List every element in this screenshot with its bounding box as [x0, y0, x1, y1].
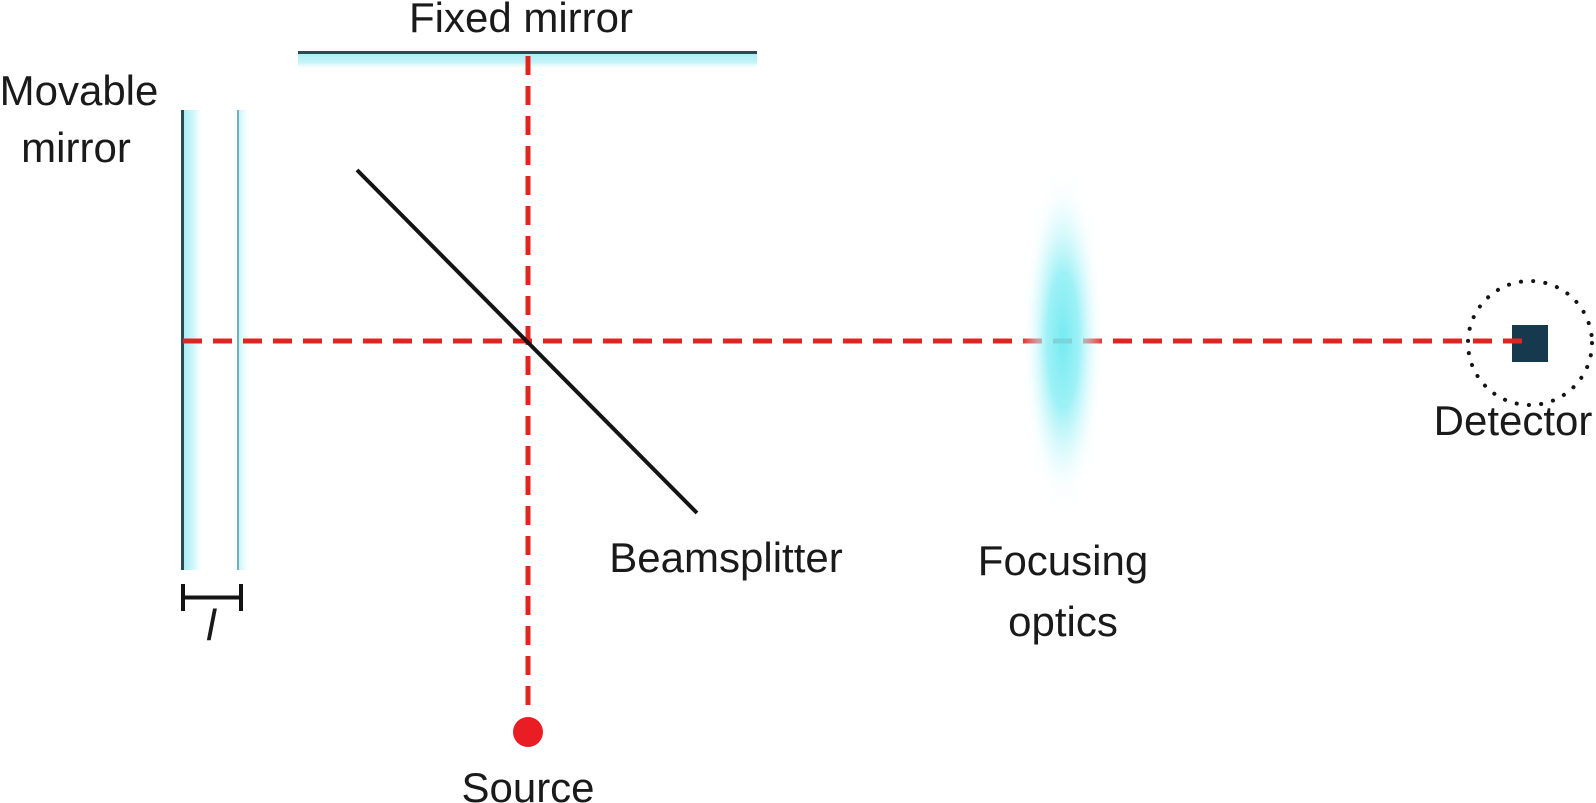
beamsplitter-line — [355, 168, 699, 515]
detector-label: Detector — [1433, 397, 1593, 444]
movable-mirror-label-line2: mirror — [21, 124, 131, 171]
beamsplitter-label: Beamsplitter — [609, 534, 843, 581]
focusing-optics-label-line1: Focusing — [977, 537, 1149, 584]
displacement-label: l — [206, 601, 216, 650]
displacement-bracket — [181, 584, 243, 611]
movable-mirror-label-line1: Movable — [0, 67, 159, 114]
focusing-optics-label-line2: optics — [1008, 598, 1118, 645]
focusing-optics-lens — [1021, 162, 1105, 518]
source-label: Source — [461, 764, 595, 803]
fixed-mirror-label: Fixed mirror — [408, 0, 634, 41]
detector-dotted-circle — [1466, 279, 1594, 407]
source-dot — [513, 717, 543, 747]
